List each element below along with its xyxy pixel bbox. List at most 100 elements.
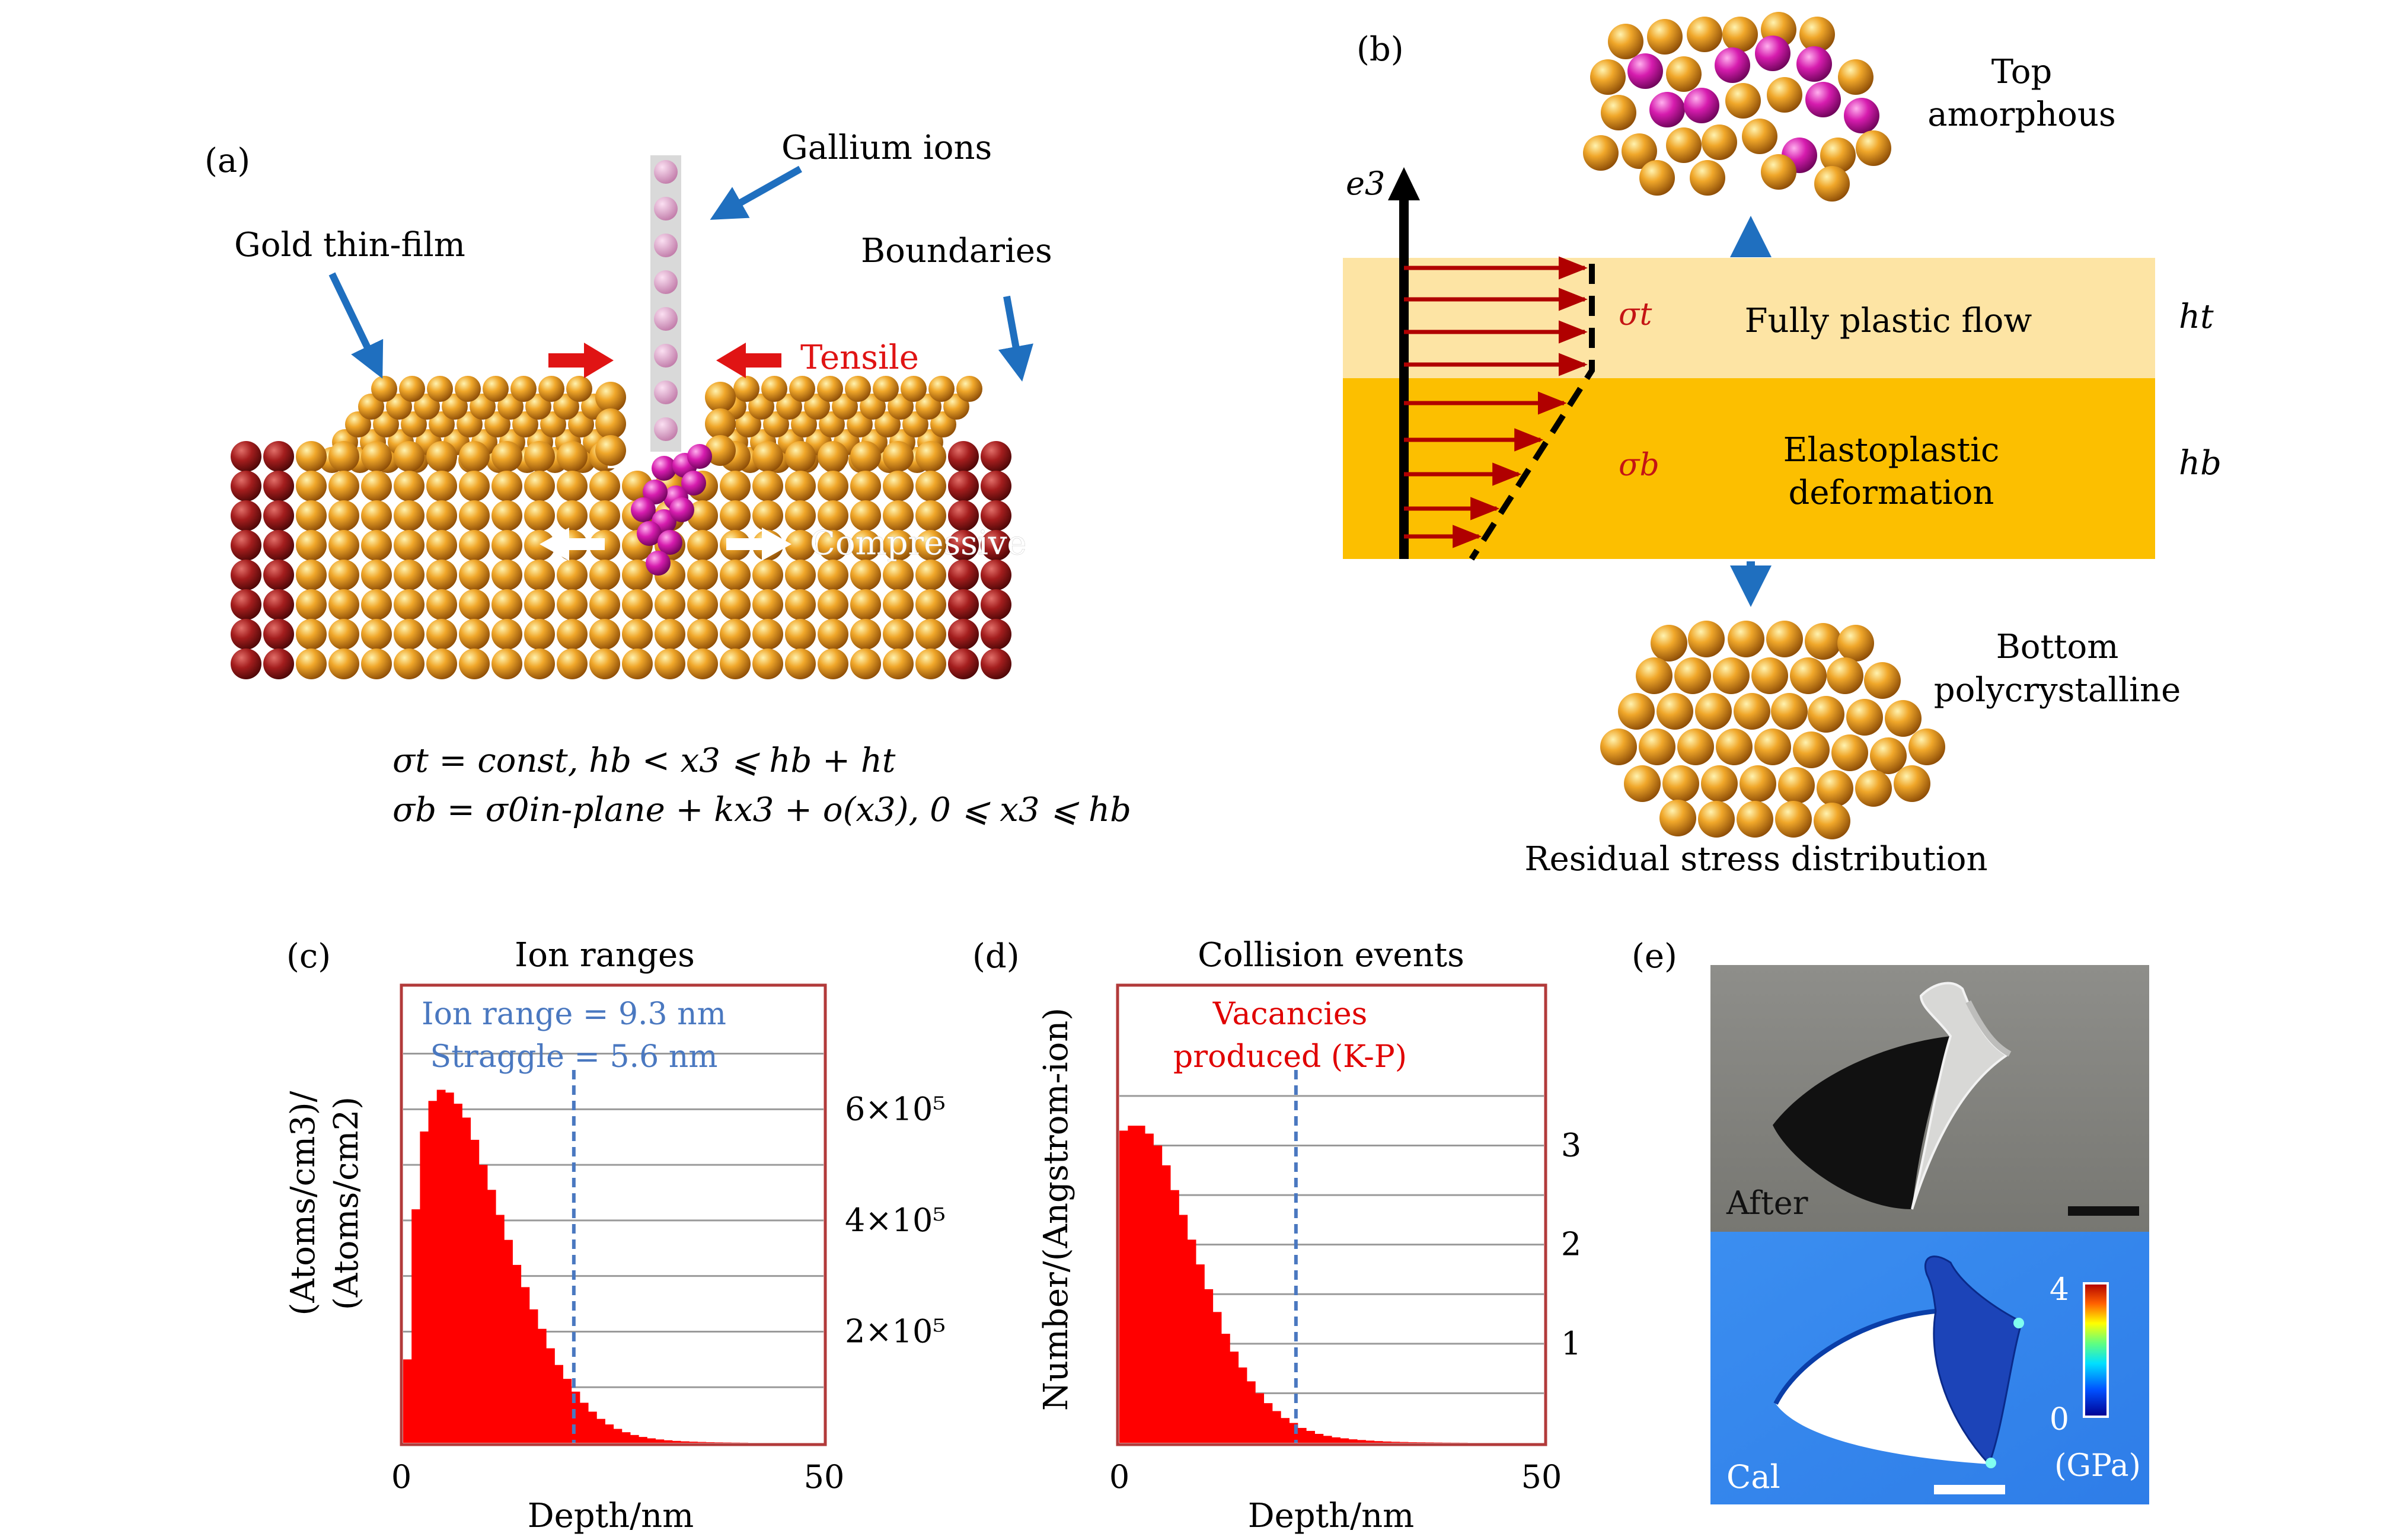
- gold-atom: [296, 648, 327, 679]
- chart-ytick: 2: [1561, 1226, 1581, 1263]
- chart-bar: [1255, 1393, 1265, 1443]
- boundary-atom: [263, 589, 294, 620]
- gold-atom: [1600, 729, 1637, 765]
- gold-atom: [1618, 693, 1655, 730]
- gold-atom: [1601, 95, 1636, 130]
- chart-bar: [436, 1089, 446, 1443]
- gold-atom: [510, 376, 537, 402]
- gold-atom: [883, 441, 914, 472]
- ht-label: ht: [2179, 298, 2214, 336]
- gold-atom: [1766, 621, 1803, 657]
- chart-bar: [706, 1442, 715, 1443]
- gold-atom: [1771, 693, 1808, 730]
- chart-bar: [1340, 1438, 1349, 1443]
- calc-hotspot-2: [1986, 1458, 1996, 1468]
- gold-atom: [1799, 17, 1835, 52]
- gold-atom: [328, 619, 359, 650]
- gold-atom: [1767, 77, 1802, 113]
- gold-atom: [1701, 765, 1738, 802]
- gold-atom: [785, 500, 816, 531]
- gallium-atom: [1755, 36, 1790, 71]
- gold-atom: [1688, 621, 1725, 657]
- colorbar-unit: (GPa): [2054, 1448, 2141, 1484]
- top-layer-label: Fully plastic flow: [1745, 302, 2032, 340]
- calc-hole-edge: [1773, 1309, 1936, 1405]
- sigma-t-label: σt: [1619, 297, 1652, 333]
- gold-atom: [1666, 127, 1702, 163]
- gold-atom: [1754, 729, 1791, 765]
- boundary-atom: [231, 648, 261, 679]
- gold-atom: [818, 530, 848, 561]
- gold-atom: [557, 471, 588, 501]
- gold-atom: [915, 471, 946, 501]
- chart-bar: [1179, 1215, 1188, 1443]
- gallium-atom: [1684, 88, 1719, 123]
- gold-atom: [1734, 693, 1770, 730]
- boundary-atom: [231, 619, 261, 650]
- beam-ion: [654, 307, 678, 331]
- gold-atom: [1677, 729, 1714, 765]
- boundary-atom: [981, 560, 1011, 590]
- gold-atom: [785, 560, 816, 590]
- chart-bar: [1238, 1367, 1247, 1443]
- chart-bar: [504, 1239, 513, 1443]
- chart-d-annotation-2: produced (K-P): [1173, 1039, 1407, 1075]
- chart-bar: [588, 1411, 597, 1443]
- chart-ytick: 2×10⁵: [845, 1312, 946, 1350]
- beam-ion: [654, 381, 678, 404]
- gold-atom: [1870, 737, 1907, 774]
- gold-atom: [818, 589, 848, 620]
- gold-atom: [524, 589, 555, 620]
- gold-atom: [459, 441, 490, 472]
- gold-atom: [850, 648, 881, 679]
- chart-bar: [1357, 1440, 1366, 1443]
- chart-c-xtick-0: 0: [391, 1458, 411, 1496]
- sem-scale-bar: [2068, 1206, 2139, 1216]
- gold-atom: [1751, 657, 1788, 694]
- hb-label: hb: [2179, 444, 2222, 483]
- e3-label: e3: [1346, 165, 1385, 202]
- sigma-b-label: σb: [1619, 448, 1659, 483]
- gold-atom: [1639, 729, 1675, 765]
- gold-atom: [296, 441, 327, 472]
- top-layer: [1343, 258, 2155, 378]
- panel-e-label: (e): [1632, 937, 1677, 976]
- gold-atom: [491, 441, 522, 472]
- gold-atom: [785, 530, 816, 561]
- chart-bar: [546, 1348, 555, 1443]
- gold-atom: [1702, 124, 1737, 160]
- gold-atom: [883, 530, 914, 561]
- gold-atom: [394, 560, 425, 590]
- boundary-atom: [981, 589, 1011, 620]
- gold-atom: [1778, 767, 1815, 804]
- boundary-atom: [948, 560, 979, 590]
- gallium-atom: [681, 471, 706, 496]
- gold-atom: [1817, 770, 1853, 807]
- gold-atom: [524, 441, 555, 472]
- compressive-arrow-left: [540, 528, 605, 561]
- gold-atom: [622, 648, 653, 679]
- chart-bar: [680, 1441, 690, 1443]
- gold-atom: [1846, 699, 1883, 736]
- gold-atom: [956, 376, 982, 402]
- gold-atom: [915, 619, 946, 650]
- gold-atom: [901, 376, 927, 402]
- gold-atom: [328, 441, 359, 472]
- gold-atom: [427, 376, 453, 402]
- gold-atom: [785, 619, 816, 650]
- panel-b-label: (b): [1357, 30, 1404, 69]
- gold-film-arrow: [328, 272, 384, 379]
- bottom-layer-label-1: Elastoplastic: [1783, 431, 2000, 469]
- gold-atom: [328, 589, 359, 620]
- gold-atom: [1737, 801, 1773, 838]
- chart-bar: [495, 1215, 505, 1443]
- chart-c-ylabel-1: (Atoms/cm3)/: [284, 1091, 323, 1315]
- bottom-polycrystalline-cluster: [1600, 621, 1945, 839]
- chart-d-frame: [1116, 983, 1547, 1446]
- gold-atom: [818, 441, 848, 472]
- gold-atom: [557, 500, 588, 531]
- gold-atom: [915, 441, 946, 472]
- gold-atom: [296, 619, 327, 650]
- gold-atom: [883, 648, 914, 679]
